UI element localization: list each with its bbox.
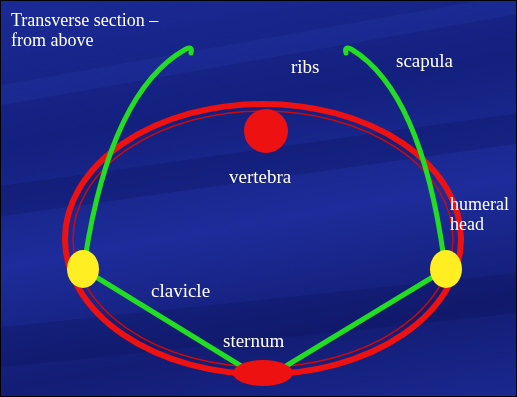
scapula-label: scapula bbox=[396, 51, 453, 72]
ribs-ring bbox=[65, 104, 461, 374]
section-title: Transverse section – from above bbox=[11, 11, 189, 51]
sternum-shape bbox=[233, 360, 293, 386]
humeral-head-left bbox=[67, 250, 99, 288]
ribs-label: ribs bbox=[291, 57, 320, 78]
clavicle-left bbox=[83, 269, 246, 369]
clavicle-label: clavicle bbox=[151, 281, 210, 302]
vertebra-label: vertebra bbox=[229, 167, 291, 188]
vertebra-shape bbox=[244, 109, 288, 153]
scapula-right bbox=[346, 48, 444, 259]
sternum-label: sternum bbox=[223, 331, 284, 352]
scapula-left bbox=[85, 48, 191, 259]
humeral-head-label: humeral head bbox=[450, 195, 512, 235]
clavicle-right bbox=[281, 269, 446, 369]
humeral-head-right bbox=[430, 250, 462, 288]
